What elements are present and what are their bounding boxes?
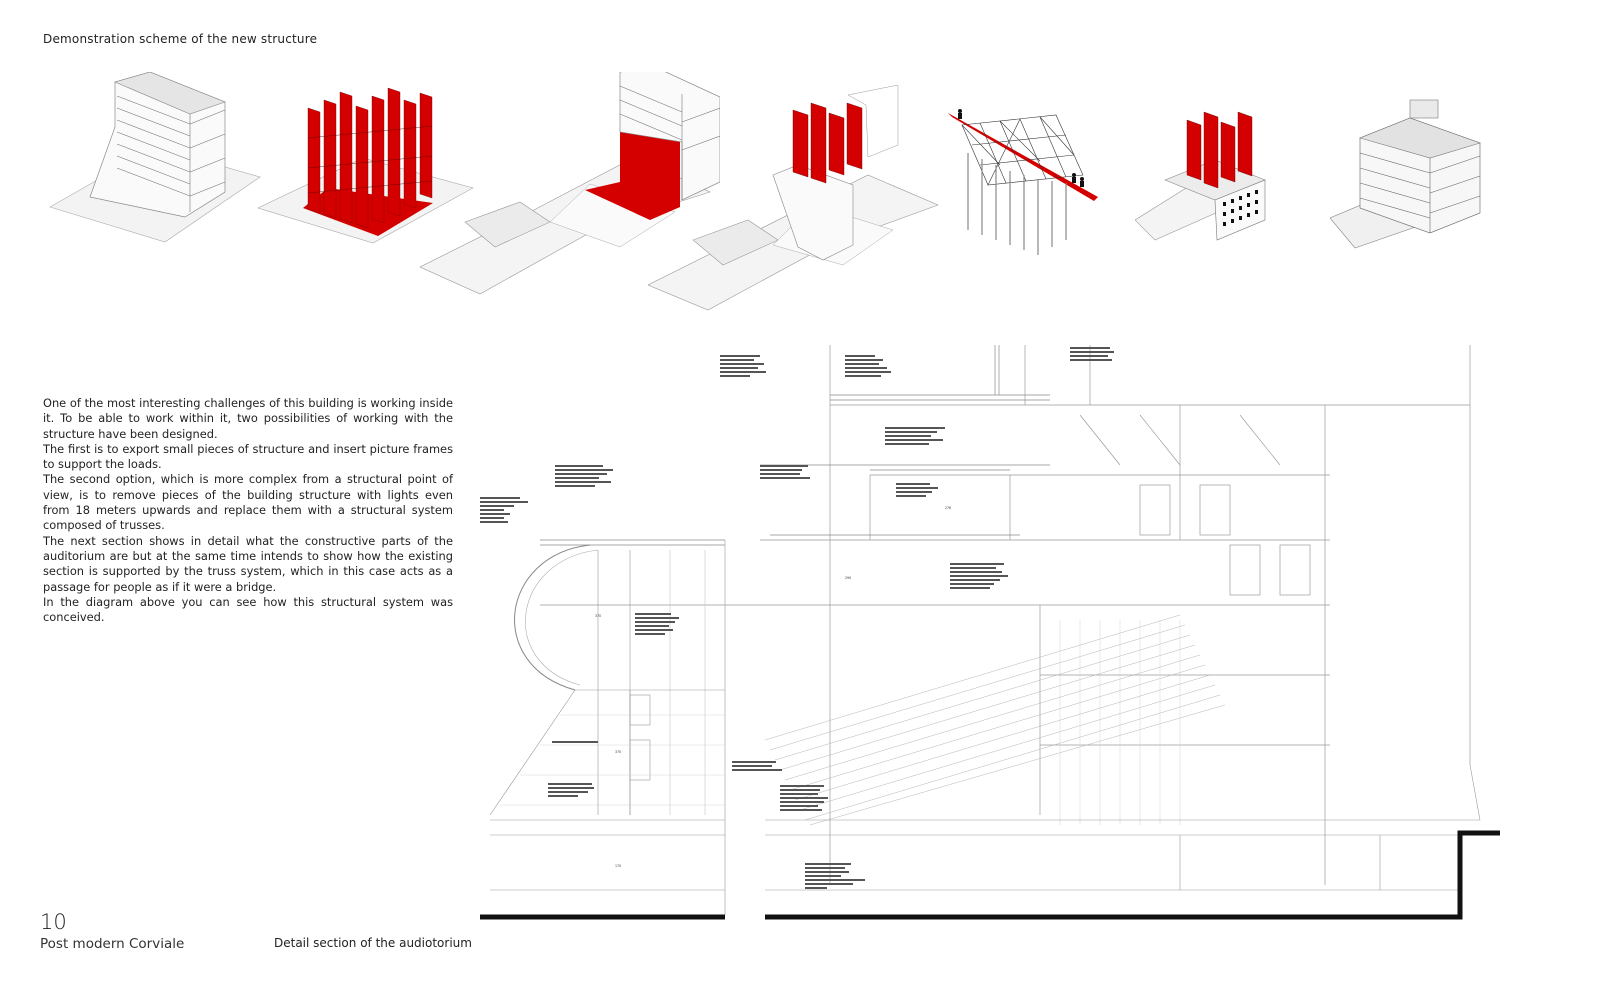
paragraph-3: The second option, which is more complex… bbox=[43, 472, 453, 533]
building-red-crown-icon bbox=[1135, 111, 1266, 241]
dimension-label: 370 bbox=[595, 614, 601, 618]
building-red-top-icon bbox=[648, 85, 939, 311]
description-text: One of the most interesting challenges o… bbox=[43, 396, 453, 625]
project-title: Post modern Corviale bbox=[40, 936, 185, 952]
auditorium-detail-section: 276 290 370 370 170 bbox=[473, 345, 1580, 965]
page-number: 10 bbox=[40, 910, 67, 934]
paragraph-5: In the diagram above you can see how thi… bbox=[43, 594, 453, 625]
building-red-base-icon bbox=[420, 72, 720, 295]
section-drawing: 276 290 370 370 170 bbox=[473, 345, 1500, 920]
section-caption: Detail section of the audiotorium bbox=[274, 936, 472, 950]
paragraph-4: The next section shows in detail what th… bbox=[43, 533, 453, 594]
axonometric-diagram-strip bbox=[30, 60, 1575, 335]
paragraph-2: The first is to export small pieces of s… bbox=[43, 441, 453, 472]
page-heading: Demonstration scheme of the new structur… bbox=[43, 32, 318, 46]
dimension-label: 370 bbox=[615, 750, 621, 754]
dimension-label: 276 bbox=[945, 506, 951, 510]
completed-building-icon bbox=[1330, 99, 1481, 249]
truss-bridge-icon bbox=[948, 109, 1098, 255]
building-axonometric-icon bbox=[49, 72, 261, 243]
paragraph-1: One of the most interesting challenges o… bbox=[43, 396, 453, 441]
red-frames-axonometric-icon bbox=[258, 87, 474, 244]
dimension-label: 170 bbox=[615, 864, 621, 868]
dimension-label: 290 bbox=[845, 576, 851, 580]
